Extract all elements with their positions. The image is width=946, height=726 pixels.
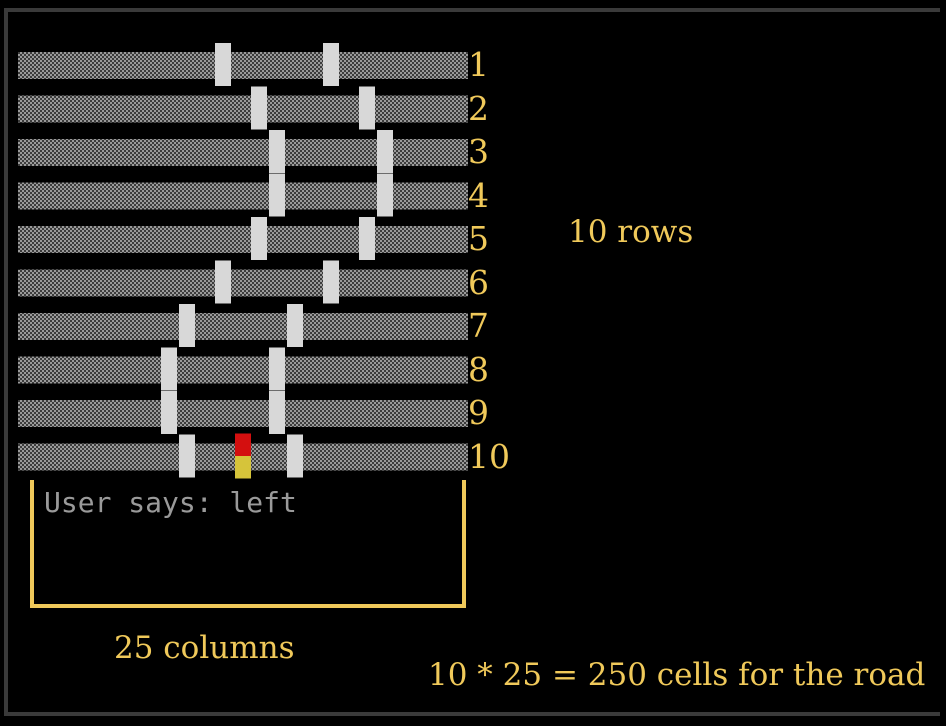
road-row-texture (18, 226, 468, 253)
columns-bracket (30, 480, 466, 608)
road-left-wall (269, 130, 285, 173)
rows-annotation: 10 rows (568, 214, 694, 250)
road-right-wall (377, 130, 393, 173)
row-number-label: 8 (468, 349, 489, 389)
road-right-wall (269, 391, 285, 434)
road-right-wall (323, 43, 339, 86)
road-row-texture (18, 269, 468, 297)
user-command-text: User says: left (44, 486, 297, 519)
road-left-wall (251, 86, 267, 130)
row-number-label: 10 (468, 436, 510, 476)
cells-annotation: 10 * 25 = 250 cells for the road (428, 657, 926, 693)
road-left-wall (179, 304, 195, 347)
road-right-wall (377, 173, 393, 217)
road-left-wall (269, 173, 285, 217)
car-bottom (235, 456, 251, 479)
row-number-label: 9 (468, 393, 489, 432)
road-left-wall (179, 434, 195, 478)
road-right-wall (287, 304, 303, 347)
road-right-wall (359, 217, 375, 260)
road-right-wall (269, 347, 285, 391)
road-row-texture (18, 52, 468, 79)
road-row-texture (18, 400, 468, 427)
terminal-window: 1 2 3 4 5 6 7 8 9 10 User says: left 10 rows 25 c… (4, 8, 940, 716)
car-top (235, 433, 251, 456)
road-left-wall (215, 43, 231, 86)
columns-annotation: 25 columns (114, 630, 295, 666)
road-row-texture (18, 313, 468, 340)
road-row-texture (18, 139, 468, 166)
road-row-texture (18, 182, 468, 210)
row-number-label: 4 (468, 175, 489, 215)
road-right-wall (287, 434, 303, 478)
row-number-label: 7 (468, 306, 489, 345)
row-number-label: 5 (468, 219, 489, 258)
road-left-wall (161, 347, 177, 391)
road-grid (18, 43, 468, 479)
row-number-label: 2 (468, 88, 489, 128)
road-row-texture (18, 95, 468, 123)
road-left-wall (161, 391, 177, 434)
road-right-wall (359, 86, 375, 130)
row-number-label: 1 (468, 45, 489, 84)
road-right-wall (323, 260, 339, 304)
road-left-wall (251, 217, 267, 260)
road-row-texture (18, 356, 468, 384)
road-left-wall (215, 260, 231, 304)
row-number-label: 3 (468, 132, 489, 171)
row-number-label: 6 (468, 262, 489, 302)
